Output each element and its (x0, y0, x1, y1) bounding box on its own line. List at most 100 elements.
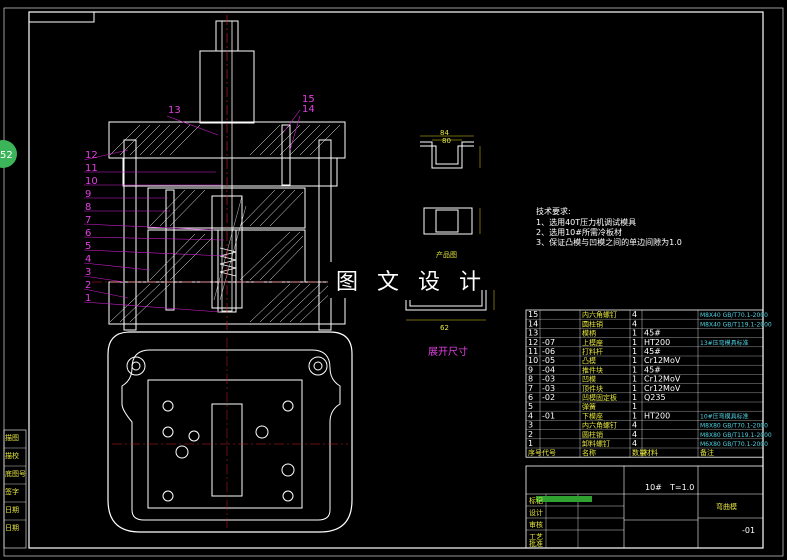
label-1: 1 (85, 293, 91, 304)
title-row-1: 设计 (529, 508, 543, 517)
label-7: 7 (85, 215, 91, 226)
bom-cell-name: 圆柱销 (582, 430, 603, 439)
bom-cell-qty: 4 (632, 319, 637, 328)
label-12: 12 (85, 150, 98, 161)
bom-cell-mat: 45# (644, 365, 661, 374)
bom-cell-qty: 4 (632, 421, 637, 430)
bom-cell-note: M8X40 GB/T119.1-2000 (700, 321, 772, 328)
title-row-2: 审核 (529, 520, 543, 529)
bom-cell-code: -07 (542, 338, 555, 347)
bom-cell-code: 代号 (542, 448, 556, 457)
bom-cell-no: 10 (528, 356, 538, 365)
bom-cell-code: -02 (542, 393, 555, 402)
bom-cell-mat: HT200 (644, 411, 670, 420)
bom-cell-no: 15 (528, 310, 538, 319)
bom-cell-qty: 1 (632, 384, 637, 393)
bom-cell-no: 7 (528, 384, 533, 393)
bom-cell-mat: Q235 (644, 393, 666, 402)
bom-cell-no: 5 (528, 402, 533, 411)
left-margin-table (3, 429, 27, 549)
plan-view (107, 331, 353, 533)
bom-cell-note: 13#压弯模具标准 (700, 339, 749, 347)
bom-cell-code: -06 (542, 347, 555, 356)
title-row-4: 批准 (529, 539, 543, 548)
dim-top-width: 84 (440, 129, 449, 137)
bom-cell-note: M8X80 GB/T119.1-2000 (700, 432, 772, 439)
bom-cell-no: 3 (528, 421, 533, 430)
bom-cell-name: 推件块 (582, 365, 603, 374)
label-8: 8 (85, 202, 91, 213)
bom-cell-no: 12 (528, 338, 538, 347)
bom-cell-code: -03 (542, 384, 555, 393)
bom-cell-mat: 45# (644, 329, 661, 338)
side-badge[interactable]: 52 (0, 140, 17, 168)
bom-cell-no: 13 (528, 329, 538, 338)
left-stack-5: 日期 (5, 524, 19, 532)
bom-cell-name: 卸料螺钉 (582, 439, 610, 448)
title-block (525, 465, 764, 549)
bom-cell-no: 2 (528, 430, 533, 439)
bom-cell-name: 凸模 (582, 356, 596, 365)
product-view (420, 135, 481, 235)
bom-cell-mat: Cr12MoV (644, 384, 681, 393)
bom-cell-name: 下模座 (582, 411, 603, 420)
title-drawing-no: -01 (742, 526, 755, 535)
bom-cell-name: 上模座 (582, 338, 603, 347)
left-stack-0: 描图 (5, 433, 19, 442)
bom-cell-name: 名称 (582, 448, 596, 457)
bom-cell-qty: 1 (632, 375, 637, 384)
bom-cell-name: 凹模固定板 (582, 393, 617, 402)
side-badge-text: 52 (0, 150, 13, 161)
label-9: 9 (85, 189, 91, 200)
section-view (92, 15, 360, 331)
tech-req-line-3: 3、保证凸模与凹模之间的单边间隙为1.0 (536, 237, 682, 247)
label-15: 15 (302, 94, 315, 105)
product-view-label: 产品图 (436, 250, 457, 259)
bom-cell-name: 圆柱销 (582, 319, 603, 328)
watermark-bg (328, 262, 468, 298)
bom-cell-qty: 1 (632, 356, 637, 365)
bom-cell-mat: Cr12MoV (644, 356, 681, 365)
bom-cell-name: 内六角螺钉 (582, 421, 617, 430)
label-10: 10 (85, 176, 98, 187)
bom-cell-qty: 1 (632, 402, 637, 411)
bom-cell-qty: 数量 (632, 448, 646, 457)
bom-cell-no: 4 (528, 411, 533, 420)
bom-cell-note: 备注 (700, 448, 714, 457)
bom-cell-no: 8 (528, 375, 533, 384)
bom-cell-mat: Cr12MoV (644, 375, 681, 384)
label-3: 3 (85, 267, 91, 278)
bom-cell-no: 14 (528, 319, 538, 328)
bom-cell-code: -04 (542, 365, 555, 374)
label-5: 5 (85, 241, 91, 252)
left-stack-2: 底图号 (5, 469, 26, 478)
label-4: 4 (85, 254, 91, 265)
bom-cell-code: -03 (542, 375, 555, 384)
bom-cell-no: 6 (528, 393, 533, 402)
label-11: 11 (85, 163, 98, 174)
bom-cell-mat: HT200 (644, 338, 670, 347)
bom-cell-qty: 4 (632, 439, 637, 448)
bom-cell-mat: 材料 (644, 448, 658, 457)
label-14: 14 (302, 104, 315, 115)
label-2: 2 (85, 280, 91, 291)
dim-top-inner: 80 (442, 137, 451, 145)
left-stack-3: 签字 (5, 487, 19, 496)
label-13: 13 (168, 105, 181, 116)
hatch-pattern (109, 124, 341, 323)
bom-cell-note: M8X80 GB/T70.1-2000 (700, 423, 768, 430)
bom-cell-mat: 45# (644, 347, 661, 356)
tech-req-line-1: 1、选用40T压力机调试模具 (536, 217, 636, 227)
title-drawing-name: 弯曲模 (716, 502, 737, 511)
bom-cell-name: 凹模 (582, 375, 596, 384)
unfold-view (405, 290, 495, 321)
bom-cell-no: 序号 (528, 448, 542, 457)
left-stack-4: 日期 (5, 506, 19, 514)
tech-req-heading: 技术要求: (536, 206, 571, 216)
bom-cell-no: 9 (528, 365, 533, 374)
bom-cell-qty: 1 (632, 411, 637, 420)
bom-cell-name: 顶件块 (582, 384, 603, 393)
title-green-bar (536, 496, 592, 502)
